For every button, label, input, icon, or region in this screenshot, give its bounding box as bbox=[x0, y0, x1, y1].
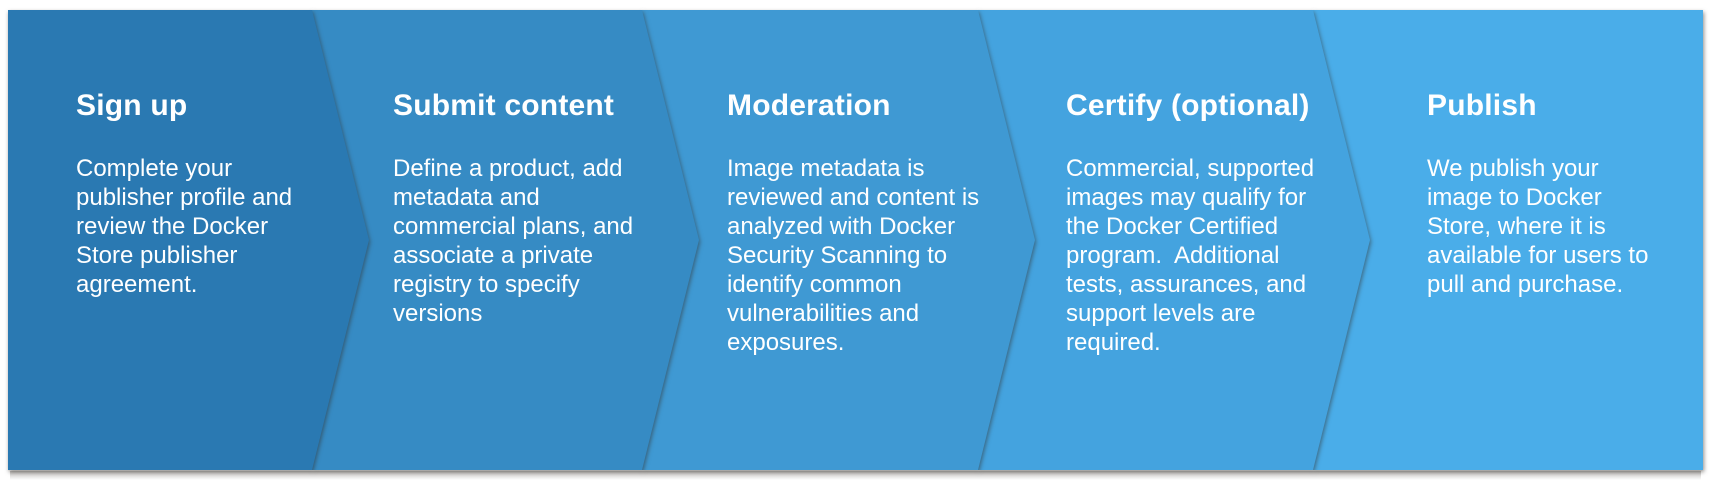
step-title: Moderation bbox=[727, 89, 891, 122]
chevron-arrow-shape bbox=[312, 10, 699, 470]
step-shape-certify bbox=[978, 10, 1370, 470]
chevron-arrow-shape bbox=[642, 10, 1035, 470]
step-title: Certify (optional) bbox=[1066, 89, 1310, 122]
drop-shadow bbox=[10, 471, 1701, 480]
step-description: Image metadata is reviewed and content i… bbox=[727, 155, 980, 356]
step-shape-publish bbox=[1313, 10, 1703, 470]
step-shape-sign-up bbox=[8, 10, 369, 470]
step-publish: Publish We publish your image to Docker … bbox=[1427, 88, 1697, 299]
chevron-arrow-shape bbox=[978, 10, 1370, 470]
step-title: Submit content bbox=[393, 89, 615, 122]
end-rectangle-shape bbox=[1313, 10, 1703, 470]
step-description: Complete your publisher profile and revi… bbox=[76, 155, 293, 298]
step-submit-content: Submit content Define a product, add met… bbox=[393, 88, 673, 328]
step-description: Commercial, supported images may qualify… bbox=[1066, 155, 1315, 356]
step-sign-up: Sign up Complete your publisher profile … bbox=[76, 88, 356, 299]
step-certify: Certify (optional) Commercial, supported… bbox=[1066, 88, 1346, 357]
step-title: Sign up bbox=[76, 89, 188, 122]
step-description: Define a product, add metadata and comme… bbox=[393, 155, 634, 327]
step-title: Publish bbox=[1427, 89, 1537, 122]
chevron-arrow-shape bbox=[8, 10, 369, 470]
step-description: We publish your image to Docker Store, w… bbox=[1427, 155, 1649, 298]
step-shape-moderation bbox=[642, 10, 1035, 470]
step-moderation: Moderation Image metadata is reviewed an… bbox=[727, 88, 1007, 357]
step-shape-submit-content bbox=[312, 10, 699, 470]
